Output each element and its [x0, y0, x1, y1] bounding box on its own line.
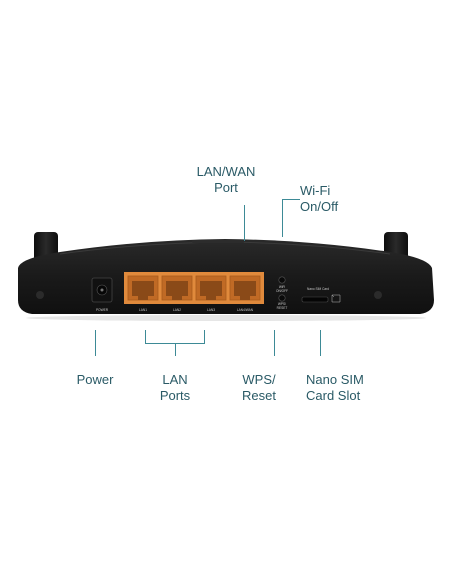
leader-wps — [274, 330, 275, 356]
callout-wifi-onoff: Wi-Fi On/Off — [300, 183, 338, 215]
callout-lan-wan-port: LAN/WAN Port — [186, 164, 266, 196]
leader-wifi-vertical — [282, 199, 283, 237]
lan2-port-label: LAN2 — [173, 308, 181, 312]
sim-orientation-icon — [331, 294, 341, 303]
lan3-port-label: LAN3 — [207, 308, 215, 312]
callout-lan-wan-line1: LAN/WAN — [196, 164, 256, 179]
callout-wps-line1: WPS/ — [242, 372, 276, 387]
callout-lan-wan-line2: Port — [214, 180, 238, 195]
left-side-button — [36, 291, 44, 299]
callout-lan-ports-line2: Ports — [159, 388, 191, 403]
sim-slot-label: Nano SIM Card — [307, 287, 329, 291]
power-port-label: POWER — [96, 308, 109, 312]
leader-lan-wan — [244, 205, 245, 241]
callout-wifi-line1: Wi-Fi — [300, 183, 331, 198]
wps-label-line2: RESET — [277, 306, 288, 310]
leader-lan-right — [204, 330, 205, 343]
power-jack-pin — [100, 288, 104, 292]
leader-power — [95, 330, 96, 356]
callout-power-line1: Power — [76, 372, 114, 387]
wps-label-line1: WPS/ — [278, 302, 286, 306]
callout-sim-line2: Card Slot — [306, 388, 361, 403]
lan-wan-port-label: LAN4/WAN — [237, 308, 254, 312]
leader-lan-left — [145, 330, 146, 343]
lan1-port-label: LAN1 — [139, 308, 147, 312]
callout-nano-sim: Nano SIM Card Slot — [306, 372, 364, 404]
wifi-switch-label-line2: ON/OFF — [276, 289, 288, 293]
wifi-switch-label-line1: WiFi — [279, 285, 286, 289]
callout-power: Power — [68, 372, 122, 388]
lan-port-2 — [161, 275, 193, 301]
wps-reset-button — [278, 294, 286, 302]
callout-sim-line1: Nano SIM — [306, 372, 364, 387]
nano-sim-slot — [301, 296, 329, 303]
leader-sim — [320, 330, 321, 356]
right-side-button — [374, 291, 382, 299]
callout-wifi-line2: On/Off — [300, 199, 339, 214]
callout-lan-ports-line1: LAN — [162, 372, 188, 387]
leader-wifi-horizontal — [282, 199, 300, 200]
callout-wps-line2: Reset — [242, 388, 276, 403]
leader-lan-stem — [175, 343, 176, 356]
router-shadow — [26, 315, 426, 321]
lan-wan-port — [229, 275, 261, 301]
callout-wps-reset: WPS/ Reset — [234, 372, 284, 404]
lan-port-1 — [127, 275, 159, 301]
wifi-onoff-button — [278, 276, 286, 284]
top-vent — [192, 240, 244, 243]
callout-lan-ports: LAN Ports — [150, 372, 200, 404]
lan-port-3 — [195, 275, 227, 301]
